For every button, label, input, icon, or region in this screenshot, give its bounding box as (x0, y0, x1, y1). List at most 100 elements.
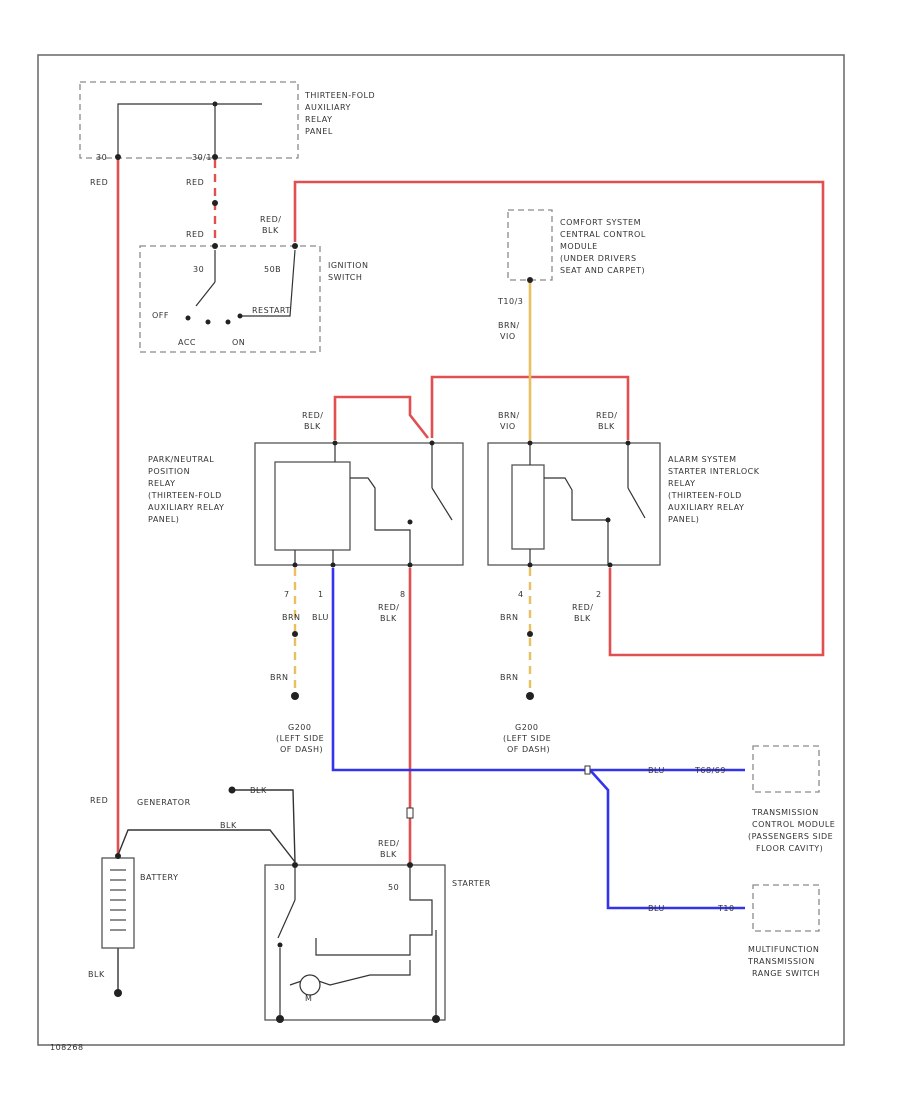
ign-off-label: OFF (152, 311, 169, 320)
starter-coil (315, 868, 433, 956)
brn-vio-label-alarm: BRN/VIO (498, 411, 520, 431)
red-blk-wire-relay-link (333, 395, 430, 440)
starter-pin-30-label: 30 (274, 883, 285, 892)
battery-label: BATTERY (140, 873, 178, 882)
ign-pin-50b-label: 50B (264, 265, 281, 274)
comfort-pin-label: T10/3 (497, 297, 523, 306)
pn-pin-7-label: 7 (284, 590, 290, 599)
blk-label-generator-1: BLK (250, 786, 267, 795)
blu-wire-range-switch (589, 769, 745, 910)
starter-box (264, 864, 446, 1021)
pn-relay-contact (407, 519, 413, 525)
brn-vio-label-comfort: BRN/VIO (498, 321, 520, 341)
blu-label-tcm: BLU (648, 766, 665, 775)
blu-label-pn: BLU (312, 613, 329, 622)
brn-label-pn-2: BRN (270, 673, 289, 682)
alarm-pin-4-label: 4 (518, 590, 524, 599)
pn-pin-1-label: 1 (318, 590, 324, 599)
starter-contact (277, 942, 283, 948)
alarm-relay-pin-top-2 (625, 440, 631, 446)
aux-panel-pin-30 (115, 154, 121, 160)
ign-acc-label: ACC (178, 338, 196, 347)
blu-label-range: BLU (648, 904, 665, 913)
starter-ground-2 (432, 1015, 440, 1023)
brn-label-pn-1: BRN (282, 613, 301, 622)
pn-pin-8-label: 8 (400, 590, 406, 599)
splice-ign-feed (212, 200, 218, 206)
range-switch-pin-label: T10 (717, 904, 735, 913)
generator-label: GENERATOR (137, 798, 191, 807)
splice-pn-ground (292, 631, 298, 637)
battery-positive (115, 853, 121, 859)
red-blk-label-pn-8: RED/BLK (378, 603, 399, 623)
blk-wire-gen-ground (232, 789, 296, 863)
red-blk-label-starter: RED/BLK (378, 839, 399, 859)
ign-contact-acc (205, 319, 211, 325)
brn-label-alarm-1: BRN (500, 613, 519, 622)
diagram-id: 108268 (50, 1043, 84, 1052)
alarm-pin-2-label: 2 (596, 590, 602, 599)
red-blk-label-pn: RED/BLK (302, 411, 323, 431)
ign-contact-on (225, 319, 231, 325)
red-blk-label-alarm-2: RED/BLK (572, 603, 593, 623)
red-wire-label-1: RED (90, 178, 108, 187)
comfort-module-pin (527, 277, 533, 283)
ign-pin-30 (212, 243, 218, 249)
ign-pin-50b (292, 243, 298, 249)
alarm-relay-pin-4 (527, 562, 533, 568)
brn-label-alarm-2: BRN (500, 673, 519, 682)
ign-pin-30-label: 30 (193, 265, 204, 274)
comfort-module-box (507, 209, 553, 281)
battery-cells (110, 869, 126, 931)
aux-panel-pin-30x-label: 30/1 (192, 153, 212, 162)
pn-relay-box (254, 442, 464, 566)
starter-motor-label: M (305, 994, 312, 1003)
blk-label-generator-2: BLK (220, 821, 237, 830)
starter-label: STARTER (452, 879, 491, 888)
splice-alarm-ground (527, 631, 533, 637)
aux-panel-node (212, 101, 218, 107)
blk-wire-generator (117, 829, 296, 863)
pn-relay-pin-8 (407, 562, 413, 568)
ground-g200-b (526, 692, 534, 700)
alarm-relay-contact (605, 517, 611, 523)
pn-relay-pin-top-1 (332, 440, 338, 446)
tcm-pin-label: T68/69 (694, 766, 726, 775)
ign-switch-blade (195, 281, 216, 307)
red-label-battery: RED (90, 796, 108, 805)
aux-panel-bus (117, 103, 262, 158)
starter-solenoid-blade (277, 899, 296, 939)
ignition-switch-box (139, 245, 321, 353)
starter-motor (299, 974, 321, 996)
tcm-box (752, 745, 820, 793)
pn-relay-coil-link (350, 477, 411, 565)
ign-contact-off (185, 315, 191, 321)
aux-relay-panel-box (79, 81, 299, 159)
starter-pin-50-label: 50 (388, 883, 399, 892)
generator-terminal (228, 786, 236, 794)
alarm-relay-blade (627, 487, 646, 519)
starter-pin-50 (407, 862, 413, 868)
red-blk-wire-ign-start (293, 180, 825, 657)
alarm-relay-coil (511, 464, 545, 550)
blu-wire-tcm (331, 568, 745, 772)
ign-contact-start (237, 313, 243, 319)
red-blk-label-alarm: RED/BLK (596, 411, 617, 431)
red-blk-wire-label-ign: RED/BLK (260, 215, 281, 235)
battery-box (101, 857, 135, 949)
pn-relay-pin-7 (292, 562, 298, 568)
alarm-relay-pin-top-1 (527, 440, 533, 446)
pn-relay-pin-1 (330, 562, 336, 568)
red-wire-label-2: RED (186, 178, 204, 187)
pn-relay-pin-top-2 (429, 440, 435, 446)
pn-relay-blade (431, 487, 453, 521)
pn-relay-coil (274, 461, 351, 551)
